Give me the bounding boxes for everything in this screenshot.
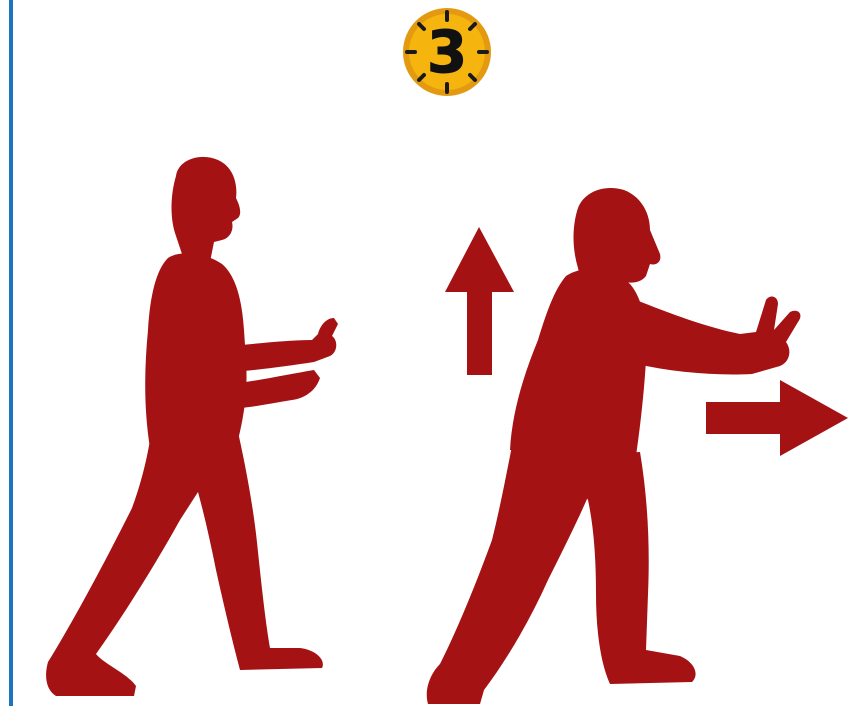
step-badge: 3 — [401, 6, 493, 98]
person-silhouette-ready-stance-icon — [46, 157, 338, 696]
arrow-up-icon — [445, 227, 514, 375]
arrow-right-icon — [706, 380, 848, 456]
step-number: 3 — [401, 6, 493, 98]
